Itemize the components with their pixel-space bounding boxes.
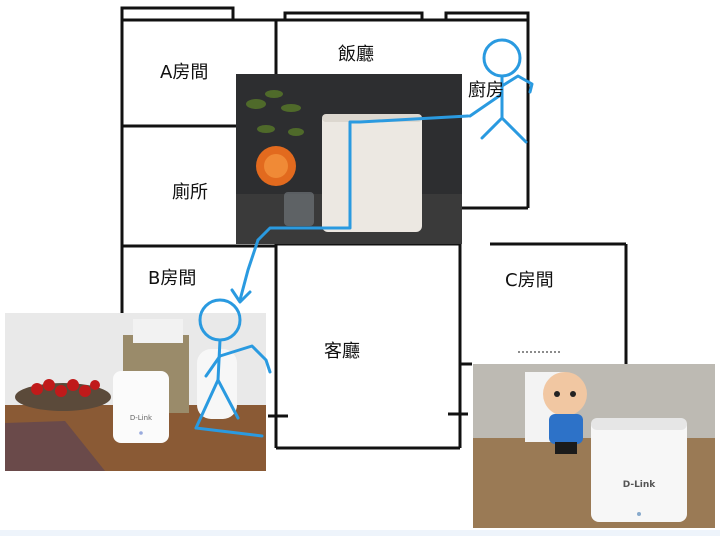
living-label: 客廳	[324, 341, 360, 362]
device-brand-label-b: D-Link	[129, 414, 153, 422]
bottom-strip	[0, 530, 720, 536]
dining-label: 飯廳	[338, 44, 374, 65]
router-photo-room-c-art	[473, 364, 715, 528]
router-photo-room-c: D-Link	[473, 364, 715, 528]
kitchen-label: 廚房	[468, 80, 504, 101]
room-b-label: B房間	[148, 268, 197, 289]
toilet-label: 廁所	[172, 182, 208, 203]
device-brand-label-c: D-Link	[622, 480, 656, 490]
room-a-label: A房間	[160, 62, 209, 83]
room-c-label: C房間	[505, 270, 554, 291]
stick-figure-room-b-head	[198, 298, 242, 342]
stick-figure-kitchen-head	[482, 38, 522, 78]
